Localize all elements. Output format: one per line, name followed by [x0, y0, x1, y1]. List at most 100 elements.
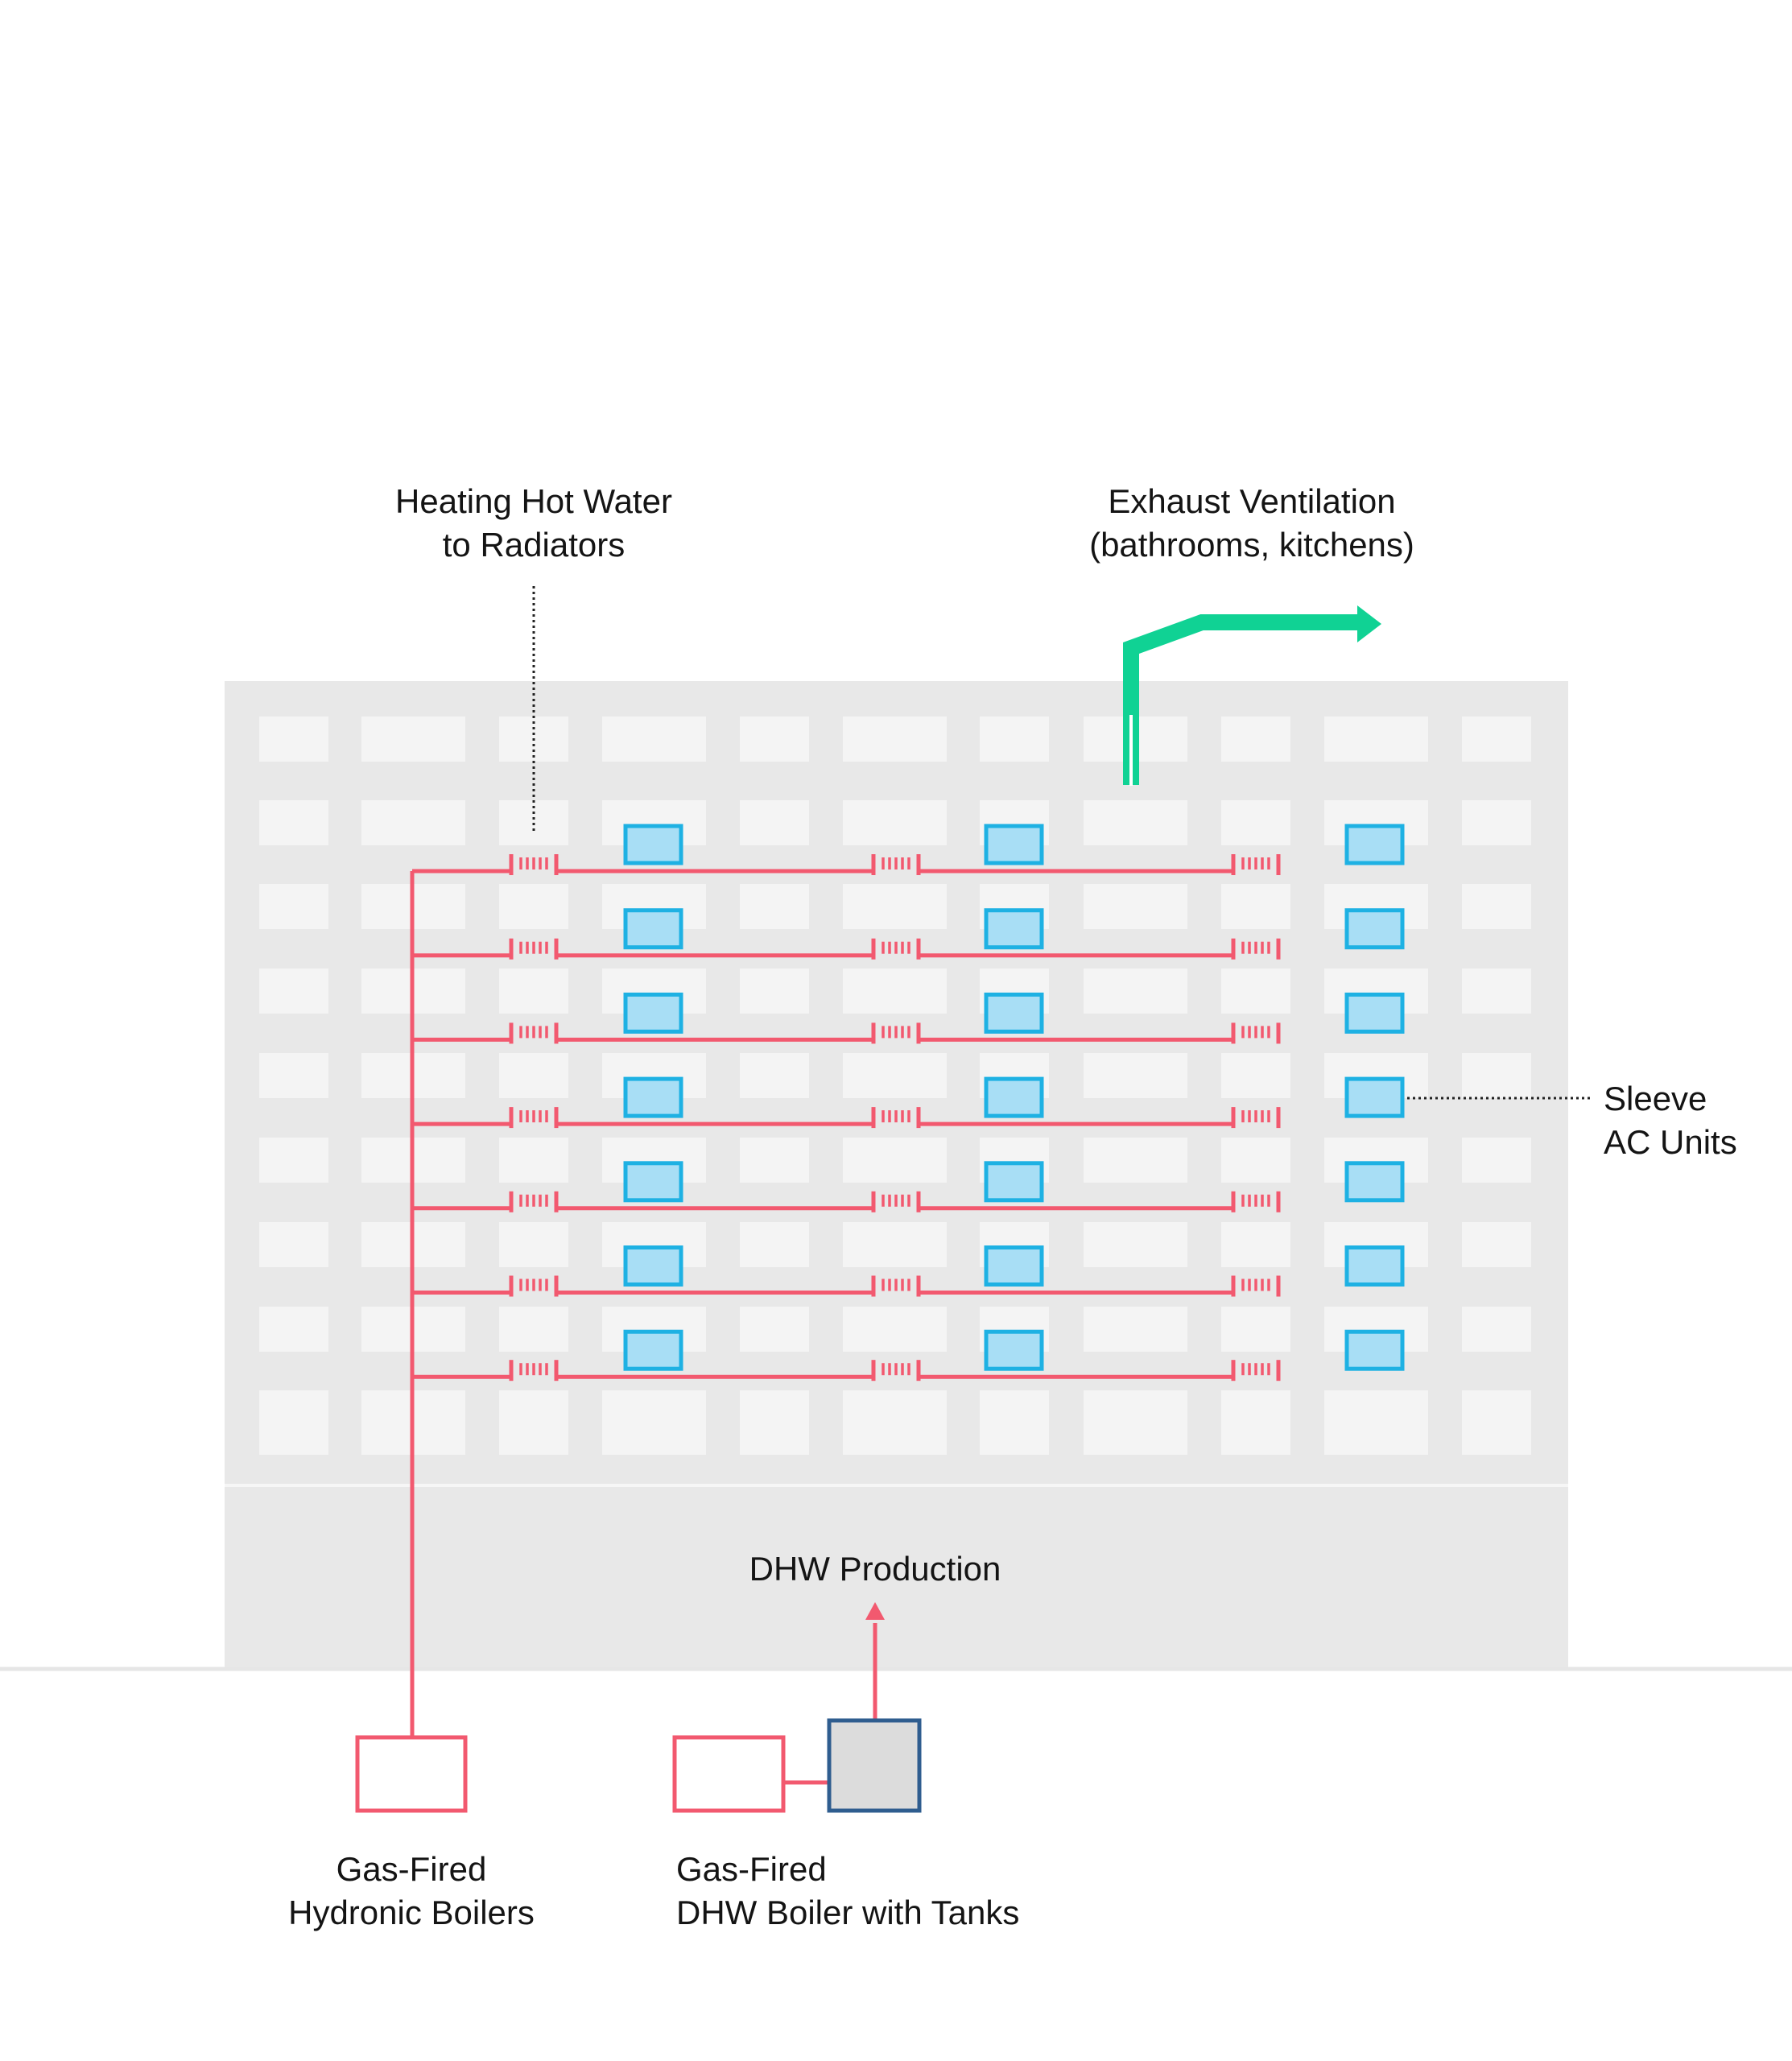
radiator-icon: [509, 1107, 559, 1129]
window: [1221, 884, 1290, 929]
window: [259, 1053, 328, 1098]
radiator-icon: [1231, 1191, 1281, 1212]
exhaust-ventilation-label: Exhaust Ventilation (bathrooms, kitchens…: [1030, 480, 1473, 567]
window: [1084, 884, 1187, 929]
window: [361, 717, 465, 762]
window: [1221, 1138, 1290, 1183]
ac-unit-icon: [984, 1076, 1044, 1118]
window: [499, 1053, 568, 1098]
window: [602, 1390, 706, 1455]
window: [1221, 800, 1290, 845]
window: [1324, 1390, 1428, 1455]
ac-unit-grid: [623, 824, 1405, 1371]
window: [1221, 1053, 1290, 1098]
heating-distribution: [410, 854, 1281, 1737]
heating-label-line-2: to Radiators: [442, 526, 626, 564]
window: [740, 969, 809, 1014]
ac-unit-icon: [984, 824, 1044, 865]
radiator-icon: [871, 854, 921, 875]
ac-unit-icon: [1344, 992, 1405, 1034]
window: [843, 884, 947, 929]
ac-unit-icon: [623, 1161, 683, 1203]
window: [843, 1053, 947, 1098]
ac-unit-icon: [984, 908, 1044, 950]
hydronic-boiler: [355, 1735, 468, 1813]
window: [499, 1390, 568, 1455]
window: [980, 717, 1049, 762]
window: [259, 1138, 328, 1183]
ac-unit-icon: [1344, 1161, 1405, 1203]
sleeve-label-line-2: AC Units: [1604, 1123, 1737, 1161]
radiator-icon: [509, 1360, 559, 1382]
window: [1462, 1053, 1531, 1098]
exhaust-arrow-icon: [1357, 605, 1381, 642]
window: [1462, 884, 1531, 929]
dhw-production-label: DHW Production: [749, 1550, 1001, 1588]
window: [843, 800, 947, 845]
window: [602, 717, 706, 762]
window: [1084, 1053, 1187, 1098]
window: [259, 884, 328, 929]
window: [1462, 1138, 1531, 1183]
exhaust-label-line-1: Exhaust Ventilation: [1108, 482, 1396, 520]
hydronic-boilers-label: Gas-Fired Hydronic Boilers: [250, 1848, 572, 1935]
ac-unit-icon: [1344, 1329, 1405, 1371]
heating-label-line-1: Heating Hot Water: [395, 482, 672, 520]
window: [740, 1222, 809, 1267]
window: [1462, 1390, 1531, 1455]
ac-unit-icon: [623, 992, 683, 1034]
window: [1084, 800, 1187, 845]
window: [1221, 717, 1290, 762]
heating-hot-water-label: Heating Hot Water to Radiators: [332, 480, 735, 567]
window: [740, 1138, 809, 1183]
radiator-icon: [1231, 1022, 1281, 1044]
radiator-icon: [509, 1275, 559, 1297]
ac-unit-icon: [1344, 1245, 1405, 1287]
window: [843, 1307, 947, 1352]
window: [740, 1307, 809, 1352]
arrow-up-icon: [865, 1602, 885, 1620]
radiator-icon: [509, 854, 559, 875]
window: [259, 969, 328, 1014]
ac-unit-icon: [1344, 824, 1405, 865]
window: [1221, 969, 1290, 1014]
ac-unit-icon: [623, 908, 683, 950]
window: [740, 800, 809, 845]
ac-unit-icon: [984, 1329, 1044, 1371]
window: [361, 800, 465, 845]
window: [1221, 1222, 1290, 1267]
dhw-boiler-label: Gas-Fired DHW Boiler with Tanks: [676, 1848, 1127, 1935]
window: [1084, 1390, 1187, 1455]
ac-unit-icon: [984, 1245, 1044, 1287]
hydronic-label-line-2: Hydronic Boilers: [288, 1894, 535, 1931]
window: [1221, 1307, 1290, 1352]
window: [259, 1222, 328, 1267]
radiator-icon: [871, 1191, 921, 1212]
dhw-boiler: [672, 1735, 786, 1813]
ac-unit-icon: [623, 1329, 683, 1371]
window: [740, 717, 809, 762]
sleeve-label-line-1: Sleeve: [1604, 1080, 1707, 1117]
window: [843, 1138, 947, 1183]
radiator-icon: [1231, 1107, 1281, 1129]
radiator-icon: [509, 1022, 559, 1044]
window: [1462, 1222, 1531, 1267]
window: [499, 1138, 568, 1183]
ac-unit-icon: [984, 992, 1044, 1034]
window: [259, 1390, 328, 1455]
window: [843, 1390, 947, 1455]
window: [259, 717, 328, 762]
dhw-boiler-label-line-1: Gas-Fired: [676, 1850, 827, 1888]
radiator-icon: [1231, 1360, 1281, 1382]
window: [1084, 969, 1187, 1014]
radiator-icon: [871, 1022, 921, 1044]
window: [843, 969, 947, 1014]
window: [1462, 800, 1531, 845]
hydronic-label-line-1: Gas-Fired: [336, 1850, 487, 1888]
window: [259, 1307, 328, 1352]
radiator-icon: [871, 1360, 921, 1382]
window: [1324, 717, 1428, 762]
window: [843, 717, 947, 762]
